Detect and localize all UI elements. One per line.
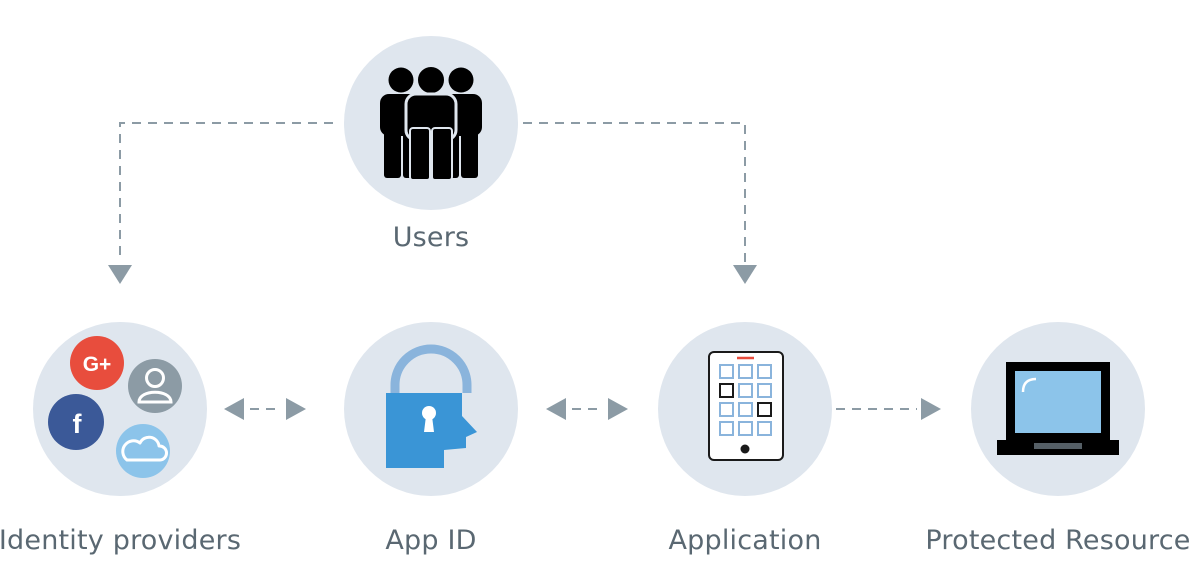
application-label: Application [668,525,822,556]
connector-users-to-application [523,122,746,262]
connector-users-to-identity-providers [119,122,333,262]
home-button [740,444,750,454]
identity-providers-node: G+ f [33,322,207,496]
arrowhead-down-application [733,265,757,284]
app-id-node [344,322,518,496]
laptop-icon [997,362,1119,455]
google-plus-icon: G+ [70,336,124,390]
connector-application-to-protected-resource [836,398,941,420]
protected-resource-node [971,322,1145,496]
identity-providers-cluster-icon: G+ f [48,336,182,478]
tablet-icon [708,351,784,461]
lock-head-icon [386,344,477,468]
group-of-people-icon [380,64,482,181]
connector-identity-providers-app-id [224,398,306,420]
protected-resource-label: Protected Resource [925,525,1191,556]
users-label: Users [392,222,470,253]
user-avatar-icon [128,359,182,413]
users-node [344,36,518,210]
app-id-label: App ID [385,525,477,556]
arrowhead-down-identity-providers [108,265,132,284]
connector-app-id-application [546,398,628,420]
app-grid [719,364,772,436]
facebook-icon: f [48,394,104,450]
cloud-icon [116,424,170,478]
google-plus-glyph: G+ [83,353,112,376]
identity-providers-label: Identity providers [0,525,242,556]
facebook-glyph: f [73,409,83,439]
keyhole-icon [422,406,436,432]
application-node [658,322,832,496]
